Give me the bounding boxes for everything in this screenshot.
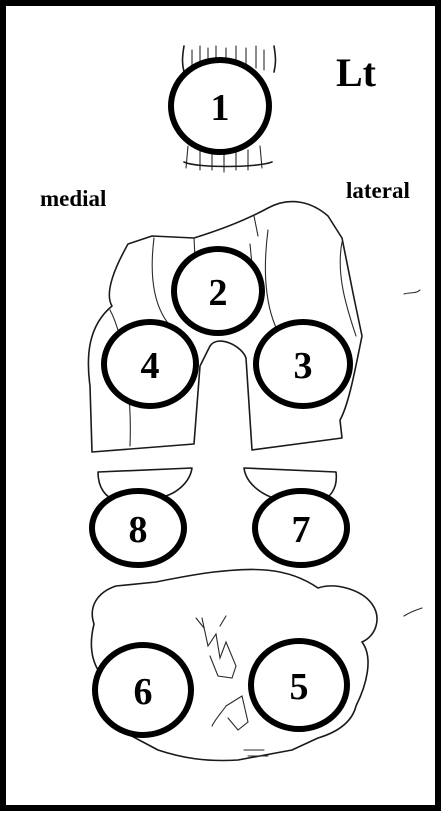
zone-6-number: 6	[134, 671, 153, 713]
lateral-label: lateral	[346, 178, 410, 203]
zone-8: 8	[92, 491, 184, 565]
medial-label: medial	[40, 186, 106, 211]
zone-4: 4	[104, 322, 196, 406]
zone-6: 6	[95, 645, 191, 735]
zone-7-number: 7	[292, 509, 311, 551]
zone-7: 7	[255, 491, 347, 565]
zone-2: 2	[174, 249, 262, 333]
zone-1: 1	[171, 60, 269, 152]
zone-5-number: 5	[290, 666, 309, 708]
zone-1-number: 1	[211, 87, 230, 129]
zone-5: 5	[251, 641, 347, 729]
zone-3: 3	[256, 322, 350, 406]
side-label: Lt	[336, 50, 377, 95]
zone-2-number: 2	[209, 272, 228, 314]
zone-4-number: 4	[141, 345, 160, 387]
zone-8-number: 8	[129, 509, 148, 551]
zone-3-number: 3	[294, 345, 313, 387]
knee-zone-diagram: Lt medial lateral 1 2 4 3 8 7 6 5	[6, 6, 441, 817]
